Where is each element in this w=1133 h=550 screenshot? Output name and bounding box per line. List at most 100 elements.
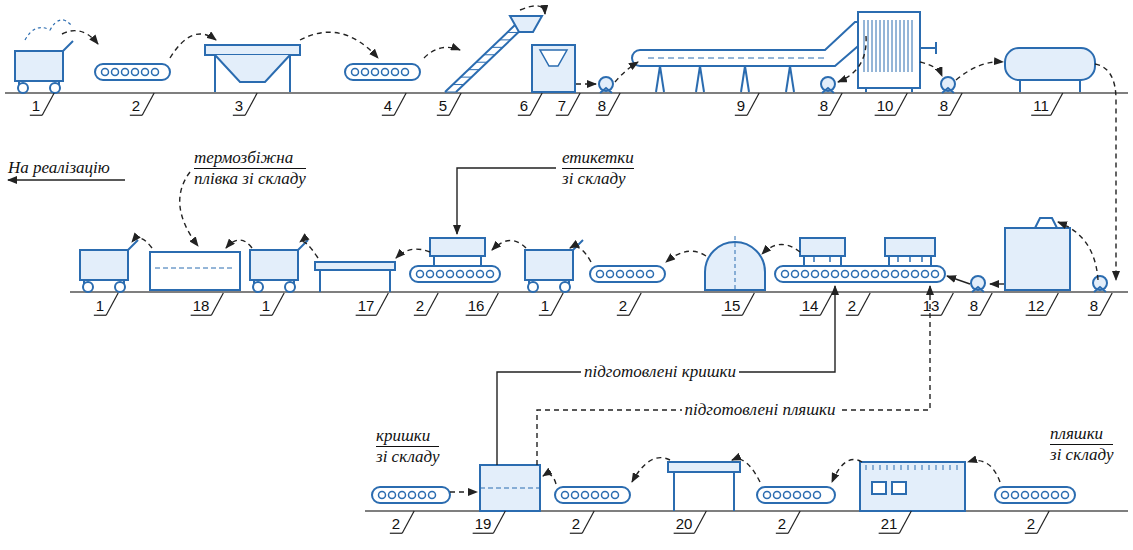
callout-number: 2 <box>1027 515 1035 532</box>
callout-number: 2 <box>619 297 627 314</box>
support <box>745 66 749 92</box>
roller <box>379 492 386 499</box>
leader-line <box>941 293 953 315</box>
leader-line <box>1026 315 1047 316</box>
roller <box>102 69 109 76</box>
divider <box>480 488 540 489</box>
elevator-step <box>492 47 503 48</box>
filter-plate <box>868 20 869 72</box>
leader-line <box>233 115 245 116</box>
roller <box>399 492 406 499</box>
roller <box>582 492 589 499</box>
roller <box>1002 492 1009 499</box>
window <box>872 482 886 494</box>
leader-line <box>30 115 42 116</box>
axis <box>735 236 736 290</box>
leader-line <box>518 115 530 116</box>
roller <box>409 492 416 499</box>
leader-line <box>742 293 754 315</box>
filter-plate <box>892 20 893 72</box>
leader-line <box>1051 93 1063 115</box>
roller <box>372 69 379 76</box>
flow-arrow <box>300 32 378 58</box>
callout-number: 12 <box>1028 297 1045 314</box>
elevator-step <box>484 54 495 55</box>
conveyor <box>555 487 630 503</box>
cart-body <box>15 51 63 81</box>
roller <box>627 271 634 278</box>
leader-line <box>1037 511 1049 533</box>
callout-number: 2 <box>132 97 140 114</box>
callout-number: 8 <box>820 97 828 114</box>
roller <box>1052 492 1059 499</box>
leader-line <box>582 511 594 533</box>
elevator <box>445 25 515 92</box>
leader-line <box>486 293 498 315</box>
roller <box>429 492 436 499</box>
prepared-bottles-line <box>537 286 930 465</box>
callout-number: 1 <box>541 297 549 314</box>
callout-number: 1 <box>96 297 104 314</box>
conveyor <box>95 64 170 80</box>
frame <box>433 256 435 266</box>
leader-line <box>1025 533 1037 534</box>
table-top <box>315 262 395 270</box>
leader-line <box>608 93 620 115</box>
tunnel-line <box>155 268 235 269</box>
roller <box>784 492 791 499</box>
supply-arrow <box>457 168 556 234</box>
bottle-washer <box>860 462 965 511</box>
filter-plate <box>912 20 913 72</box>
callout-number: 8 <box>598 97 606 114</box>
leader-line <box>921 315 942 316</box>
elevator-step <box>445 92 456 93</box>
tank <box>1005 228 1070 290</box>
pipe-arrow <box>956 62 1003 80</box>
flow-arrow <box>450 491 477 492</box>
hopper <box>510 16 542 32</box>
pipe-arrow <box>920 62 942 76</box>
leader-line <box>414 315 426 316</box>
leader-line <box>820 293 832 315</box>
leader-line <box>570 533 582 534</box>
wheel <box>50 83 60 93</box>
leader-line <box>899 511 911 533</box>
callout-number: 3 <box>235 97 243 114</box>
waste-load <box>25 20 72 40</box>
cart-body <box>250 250 298 280</box>
leader-line <box>106 293 118 315</box>
callout-number: 8 <box>1090 297 1098 314</box>
roller <box>572 492 579 499</box>
flow-arrow <box>424 47 460 58</box>
roller <box>804 492 811 499</box>
callout-number: 2 <box>416 297 424 314</box>
leader-line <box>830 93 842 115</box>
elevator-step <box>468 69 479 70</box>
flow-arrow <box>1095 64 1116 280</box>
leader-line <box>493 511 505 533</box>
roller <box>419 492 426 499</box>
press-screw <box>935 42 937 54</box>
conveyor <box>345 64 420 80</box>
nozzle <box>909 256 911 262</box>
leader-line <box>722 315 743 316</box>
support <box>696 66 700 92</box>
wheel <box>560 282 570 292</box>
roller <box>802 271 809 278</box>
leader-line <box>875 115 896 116</box>
roller <box>152 69 159 76</box>
inspection-conveyor <box>632 22 872 66</box>
leader-line <box>776 533 788 534</box>
belt-line <box>648 58 828 59</box>
callout-number: 8 <box>970 297 978 314</box>
press-screw <box>920 47 936 49</box>
roller <box>812 271 819 278</box>
callout-number: 2 <box>848 297 856 314</box>
conveyor <box>995 487 1075 503</box>
wheel <box>115 282 125 292</box>
inspection-table <box>668 462 740 472</box>
roller <box>122 69 129 76</box>
flow-arrow <box>492 240 526 250</box>
roller <box>132 69 139 76</box>
leader-line <box>1031 115 1051 116</box>
